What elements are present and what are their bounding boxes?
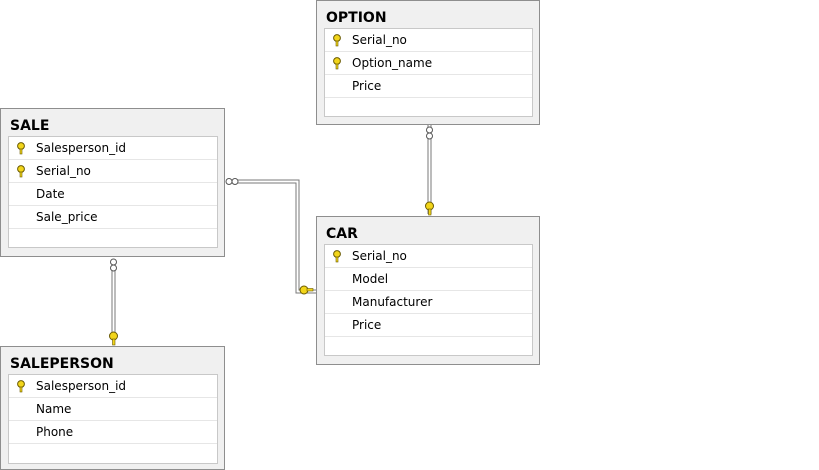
- column-row[interactable]: Price: [325, 314, 532, 337]
- key-end-icon: [425, 201, 434, 216]
- key-icon: [17, 165, 25, 178]
- column-list: Serial_no Option_name Price: [324, 28, 533, 117]
- key-end-icon: [109, 331, 118, 346]
- column-name: Model: [352, 272, 389, 286]
- column-name: Phone: [36, 425, 74, 439]
- key-icon: [17, 380, 25, 393]
- column-row[interactable]: Sale_price: [9, 206, 217, 229]
- column-name: Salesperson_id: [36, 379, 127, 393]
- table-title: OPTION: [326, 10, 387, 26]
- empty-row: [325, 98, 532, 121]
- relationship-sale-car[interactable]: [225, 178, 316, 294]
- column-name: Serial_no: [36, 164, 91, 178]
- many-end-icon: [426, 126, 433, 134]
- column-row[interactable]: Salesperson_id: [9, 137, 217, 160]
- column-name: Manufacturer: [352, 295, 433, 309]
- table-saleperson[interactable]: SALEPERSON Salesperson_id Name Phone: [0, 346, 225, 470]
- column-list: Serial_no Model Manufacturer Price: [324, 244, 533, 356]
- many-end-icon: [231, 178, 239, 185]
- empty-row: [9, 444, 217, 467]
- key-end-icon: [299, 285, 314, 295]
- column-row[interactable]: Serial_no: [325, 29, 532, 52]
- column-name: Date: [36, 187, 65, 201]
- column-row[interactable]: Option_name: [325, 52, 532, 75]
- table-option[interactable]: OPTION Serial_no Option_name Price: [316, 0, 540, 125]
- key-icon: [333, 34, 341, 47]
- column-row[interactable]: Price: [325, 75, 532, 98]
- column-name: Option_name: [352, 56, 433, 70]
- many-end-icon: [110, 258, 117, 266]
- key-icon: [17, 142, 25, 155]
- column-list: Salesperson_id Serial_no Date Sale_price: [8, 136, 218, 248]
- column-row[interactable]: Serial_no: [325, 245, 532, 268]
- column-name: Serial_no: [352, 33, 407, 47]
- key-icon: [333, 250, 341, 263]
- column-name: Price: [352, 79, 382, 93]
- table-car[interactable]: CAR Serial_no Model Manufacturer Price: [316, 216, 540, 365]
- many-end-icon: [110, 264, 117, 272]
- table-title: SALE: [10, 118, 50, 134]
- table-sale[interactable]: SALE Salesperson_id Serial_no Date Sale_…: [0, 108, 225, 257]
- table-title: SALEPERSON: [10, 356, 114, 372]
- column-name: Serial_no: [352, 249, 407, 263]
- empty-row: [9, 229, 217, 252]
- column-row[interactable]: Salesperson_id: [9, 375, 217, 398]
- column-list: Salesperson_id Name Phone: [8, 374, 218, 464]
- column-row[interactable]: Name: [9, 398, 217, 421]
- column-row[interactable]: Manufacturer: [325, 291, 532, 314]
- relationship-sale-saleperson[interactable]: [110, 258, 117, 338]
- column-name: Salesperson_id: [36, 141, 127, 155]
- relationship-option-car[interactable]: [426, 125, 433, 214]
- empty-row: [325, 337, 532, 360]
- column-row[interactable]: Phone: [9, 421, 217, 444]
- column-name: Name: [36, 402, 72, 416]
- column-row[interactable]: Model: [325, 268, 532, 291]
- many-end-icon: [426, 132, 433, 140]
- table-title: CAR: [326, 226, 358, 242]
- key-icon: [333, 57, 341, 70]
- many-end-icon: [225, 178, 233, 185]
- column-row[interactable]: Serial_no: [9, 160, 217, 183]
- column-row[interactable]: Date: [9, 183, 217, 206]
- column-name: Price: [352, 318, 382, 332]
- column-name: Sale_price: [36, 210, 98, 224]
